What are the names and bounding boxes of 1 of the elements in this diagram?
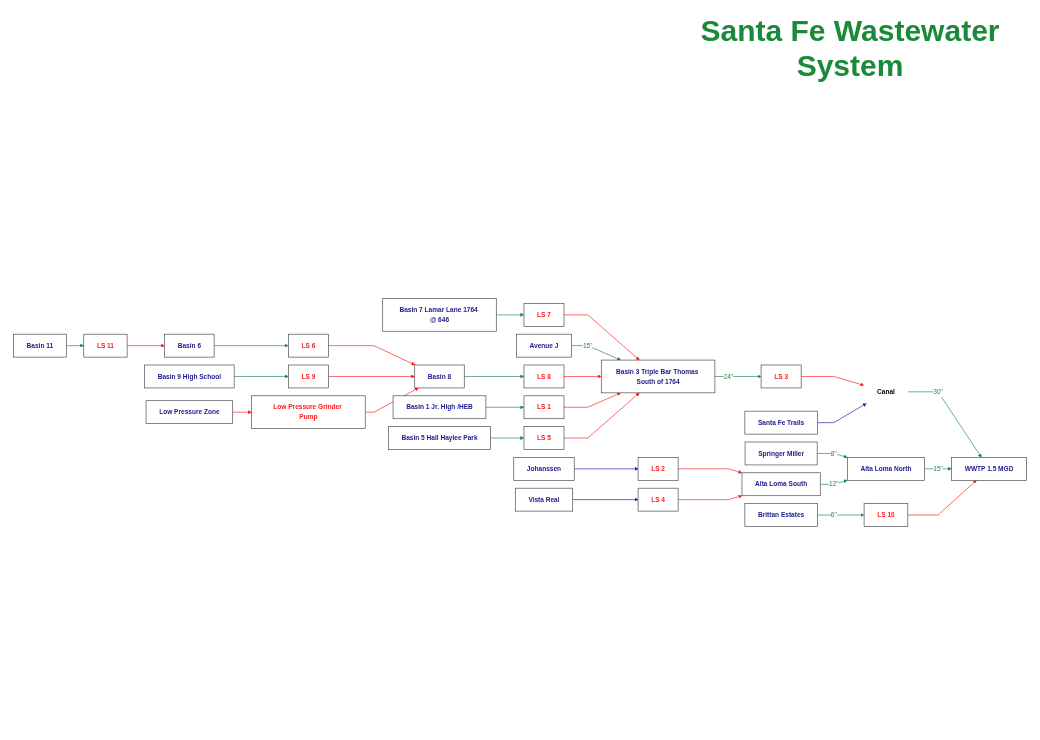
diagram-title: Santa Fe Wastewater System — [700, 14, 1000, 83]
